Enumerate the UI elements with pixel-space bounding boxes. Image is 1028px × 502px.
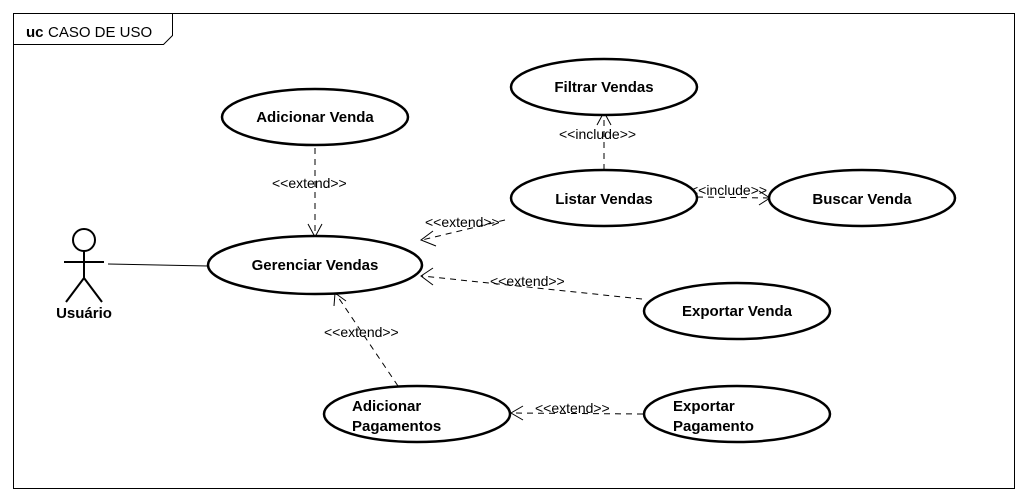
use-case-label-exportar-pagamento-line2: Pagamento — [673, 418, 754, 435]
use-case-label-listar-vendas: Listar Vendas — [555, 191, 653, 208]
include-line-buscar-venda — [696, 196, 771, 199]
use-case-label-adicionar-pagamentos-line2: Pagamentos — [352, 418, 441, 435]
extend-label-adicionar-pagamentos: <<extend>> — [324, 324, 399, 340]
use-case-listar-vendas[interactable] — [509, 168, 699, 228]
use-case-label-filtrar-vendas: Filtrar Vendas — [554, 79, 653, 96]
actor-right-leg — [83, 277, 103, 303]
extend-label-listar-vendas: <<extend>> — [425, 214, 500, 230]
use-case-exportar-venda[interactable] — [642, 281, 832, 341]
use-case-adicionar-venda[interactable] — [220, 87, 410, 147]
association-line — [107, 263, 209, 267]
use-case-gerenciar-vendas[interactable] — [206, 234, 424, 296]
use-case-label-exportar-pagamento-line1: Exportar — [673, 398, 735, 415]
include-label-filtrar-vendas: <<include>> — [559, 126, 636, 142]
arrowhead-gerenciar-right-lower — [420, 267, 434, 286]
extend-label-exportar-pagamento: <<extend>> — [535, 400, 610, 416]
diagram-frame: uc CASO DE USO — [13, 13, 1015, 489]
extend-line-adicionar-pagamentos — [335, 293, 399, 387]
actor-head — [72, 228, 96, 252]
use-case-label-buscar-venda: Buscar Venda — [812, 191, 912, 208]
use-case-exportar-pagamento[interactable] — [642, 384, 832, 444]
extend-label-exportar-venda: <<extend>> — [490, 273, 565, 289]
dependency-lines — [314, 113, 771, 415]
frame-title: CASO DE USO — [48, 24, 152, 41]
actor-usuario[interactable] — [64, 228, 104, 303]
extend-label-adicionar-venda: <<extend>> — [272, 175, 347, 191]
actor-left-leg — [65, 277, 85, 303]
use-case-adicionar-pagamentos[interactable] — [322, 384, 512, 444]
use-case-ellipses — [206, 57, 957, 444]
use-case-label-adicionar-pagamentos-line1: Adicionar — [352, 398, 421, 415]
use-case-label-gerenciar-vendas: Gerenciar Vendas — [252, 257, 379, 274]
extend-line-exportar-venda — [421, 275, 643, 300]
use-case-label-adicionar-venda: Adicionar Venda — [256, 109, 374, 126]
arrowhead-gerenciar-right-upper — [419, 230, 437, 247]
use-case-buscar-venda[interactable] — [767, 168, 957, 228]
actor-label: Usuário — [56, 305, 112, 322]
include-label-buscar-venda: <<include>> — [690, 182, 767, 198]
extend-line-listar-vendas — [421, 219, 506, 241]
frame-keyword: uc — [26, 24, 44, 41]
use-case-label-exportar-venda: Exportar Venda — [682, 303, 793, 320]
use-case-filtrar-vendas[interactable] — [509, 57, 699, 117]
